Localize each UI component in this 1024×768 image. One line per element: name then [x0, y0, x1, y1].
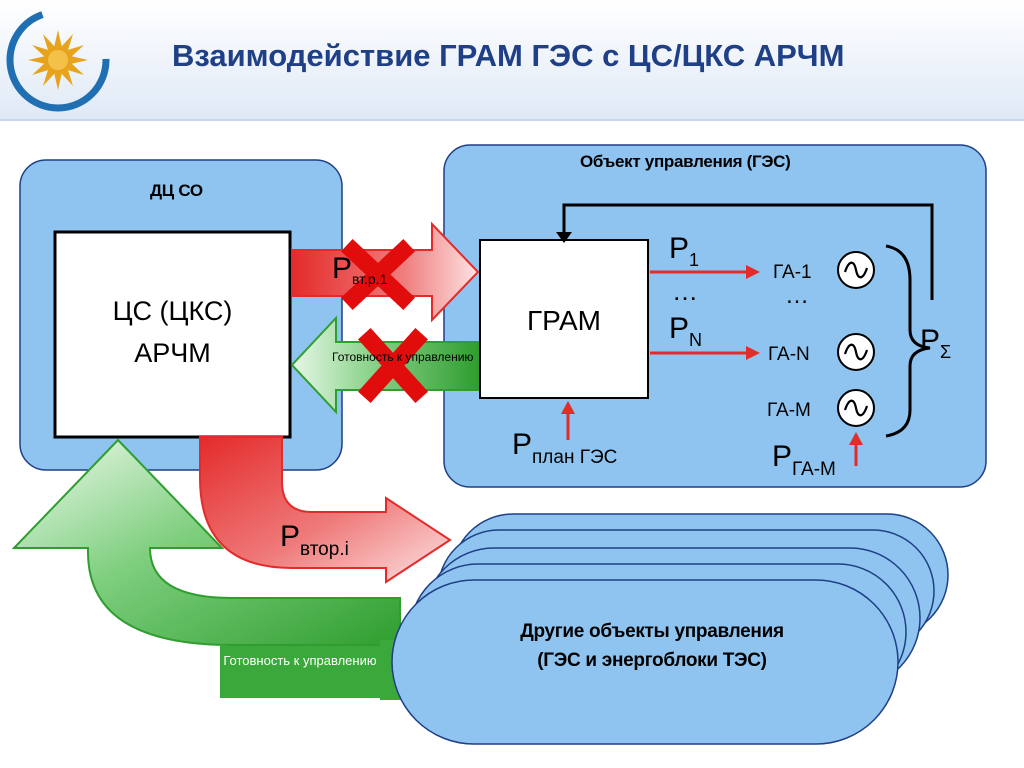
generator-icon-m	[837, 389, 875, 427]
pn-label: PN	[669, 312, 703, 351]
gram-box[interactable]	[479, 239, 649, 399]
other-objects-line2: (ГЭС и энергоблоки ТЭС)	[537, 650, 767, 671]
cross-icon-top	[340, 238, 416, 311]
page-title: Взаимодействие ГРАМ ГЭС с ЦС/ЦКС АРЧМ	[172, 38, 845, 73]
p1-label: P1	[669, 232, 700, 271]
dots-left: …	[672, 276, 698, 306]
other-objects-line1: Другие объекты управления	[520, 621, 784, 642]
dc-so-title: ДЦ СО	[150, 181, 203, 200]
p-sigma-label: PΣ	[920, 324, 952, 363]
gan-label: ГА-N	[768, 344, 810, 365]
sum-brace	[885, 244, 931, 438]
gram-label: ГРАМ	[527, 305, 601, 336]
other-objects-stack[interactable]	[391, 513, 949, 745]
p-ga-m-label: PГА-М	[772, 440, 836, 480]
readiness-label-plate	[220, 646, 380, 698]
arcm-box[interactable]	[53, 230, 292, 439]
readiness-big-arrow	[11, 438, 401, 646]
dots-right: …	[785, 282, 809, 309]
object-frame-title: Объект управления (ГЭС)	[580, 152, 791, 171]
cross-icon-bottom	[357, 327, 429, 404]
feedback-line	[562, 203, 934, 300]
sun-logo-icon	[6, 8, 110, 112]
p-arrows	[561, 265, 863, 466]
p-setpoint-label: Pвт.р.1	[332, 252, 388, 287]
gam-label: ГА-М	[767, 400, 811, 421]
header-band	[0, 0, 1024, 120]
generator-icon-1	[837, 251, 875, 289]
arcm-label-line2: АРЧМ	[134, 338, 211, 368]
readiness-big-label: Готовность к управлению	[223, 653, 377, 668]
arcm-label-line1: ЦС (ЦКС)	[112, 296, 233, 326]
readiness-small-label: Готовность к управлению	[332, 350, 474, 364]
p-vtor-label: Pвтор.i	[280, 520, 349, 560]
p-vtor-arrow	[199, 436, 452, 584]
p-plan-label: Pплан ГЭС	[512, 428, 618, 468]
ga1-label: ГА-1	[773, 262, 812, 283]
generator-icon-n	[837, 333, 875, 371]
